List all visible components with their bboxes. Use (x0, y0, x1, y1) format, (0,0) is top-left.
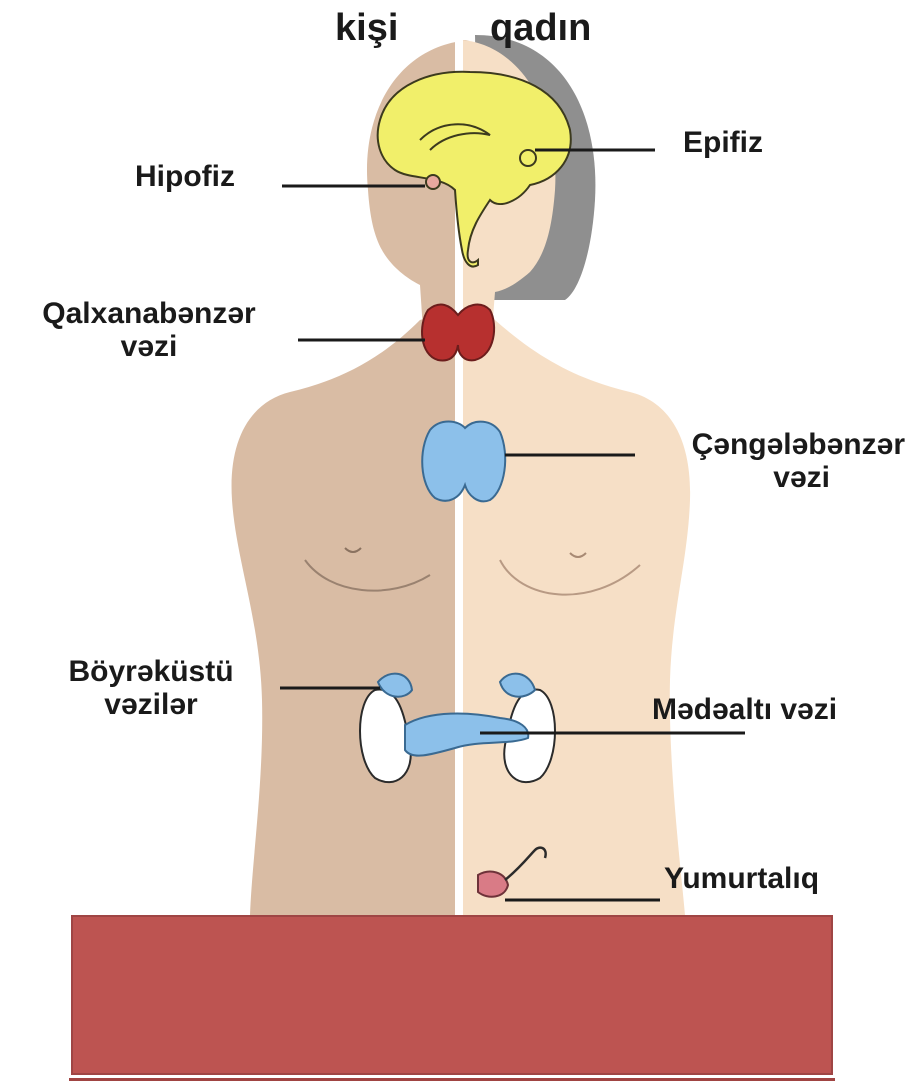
female-torso (462, 310, 690, 915)
footer-box (71, 915, 833, 1075)
header-female: qadın (490, 8, 591, 50)
header-male: kişi (335, 8, 398, 50)
label-medealti: Mədəaltı vəzi (652, 693, 837, 726)
label-qalxanabenzer-line1: Qalxanabənzər (8, 297, 290, 330)
thymus (422, 422, 505, 502)
label-qalxanabenzer-line2: vəzi (8, 330, 290, 363)
pituitary-gland (426, 175, 440, 189)
ovary (478, 872, 508, 897)
label-cengelebenzer-line1: Çəngələbənzər (600, 428, 905, 461)
label-yumurtaliq: Yumurtalıq (664, 862, 819, 895)
pineal-gland (520, 150, 536, 166)
label-epifiz: Epifiz (683, 126, 763, 159)
male-torso (232, 310, 455, 915)
label-cengelebenzer: Çəngələbənzər vəzi (600, 428, 905, 494)
label-qalxanabenzer: Qalxanabənzər vəzi (8, 297, 290, 363)
label-boyrekustu-line1: Böyrəküstü (42, 655, 260, 688)
label-hipofiz: Hipofiz (135, 160, 235, 193)
label-boyrekustu-line2: vəzilər (42, 688, 260, 721)
label-boyrekustu: Böyrəküstü vəzilər (42, 655, 260, 721)
label-cengelebenzer-line2: vəzi (600, 461, 905, 494)
